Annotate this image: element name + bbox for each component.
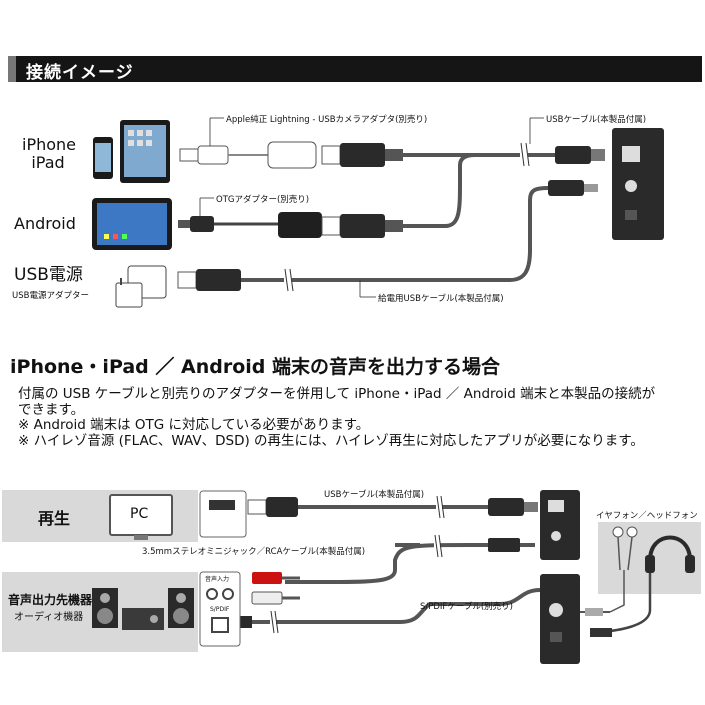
callout-otg-adapter: OTGアダプター(別売り) — [216, 195, 310, 205]
device-label-usb-power: USB電源 — [14, 265, 83, 285]
audio-out-label-1: 音声出力先機器 — [8, 593, 93, 607]
pc-monitor — [109, 494, 173, 540]
body-line: ※ Android 端末は OTG に対応している必要があります。 — [18, 417, 370, 433]
device-label-android: Android — [14, 214, 76, 233]
header-accent — [8, 56, 16, 82]
callout-apple-adapter: Apple純正 Lightning - USBカメラアダプタ(別売り) — [226, 115, 428, 125]
apple-adapter — [179, 117, 317, 169]
body-line: 付属の USB ケーブルと別売りのアダプターを併用して iPhone・iPad … — [18, 386, 656, 402]
section-2-body: 付属の USB ケーブルと別売りのアダプターを併用して iPhone・iPad … — [18, 386, 698, 449]
callout-power-cable: 給電用USBケーブル(本製品付属) — [378, 294, 504, 304]
body-line: できます。 — [18, 401, 85, 418]
section-header: 接続イメージ — [8, 56, 702, 83]
usb-plug-1 — [321, 143, 403, 167]
panel-spdif-label: S/PDIF — [210, 606, 230, 613]
device-label-iphone: iPhone iPad — [22, 135, 77, 172]
product-unit-bottom-rear — [540, 574, 580, 664]
playback-label: 再生 — [38, 509, 71, 528]
section3-usb-cable-label: USBケーブル(本製品付属) — [324, 490, 425, 500]
iphone-device — [93, 137, 113, 179]
callout-usb-cable: USBケーブル(本製品付属) — [546, 115, 647, 125]
earphones — [609, 526, 638, 613]
earphone-headphone-label: イヤフォン／ヘッドフォン — [596, 511, 698, 521]
speaker-left — [92, 588, 118, 628]
pc-label: PC — [130, 506, 149, 522]
pc-usb-panel — [199, 490, 247, 538]
amplifier — [122, 608, 164, 630]
usb-plug-2 — [321, 214, 403, 238]
panel-audio-in-label: 音声入力 — [205, 576, 230, 583]
device-label-usb-power-sub: USB電源アダプター — [12, 291, 89, 301]
usb-plug-power — [177, 180, 598, 298]
rca-cable-label: 3.5mmステレオミニジャック／RCAケーブル(本製品付属) — [142, 547, 366, 557]
body-line: ※ ハイレゾ音源 (FLAC、WAV、DSD) の再生には、ハイレゾ再生に対応し… — [18, 432, 644, 449]
headphones — [589, 535, 695, 634]
android-tablet-device — [92, 198, 172, 250]
ipad-device — [120, 120, 170, 183]
speaker-right — [168, 588, 194, 628]
section-title: 接続イメージ — [26, 63, 134, 83]
section-2-title: iPhone・iPad ／ Android 端末の音声を出力する場合 — [10, 356, 500, 378]
spdif-cable-label: S/PDIFケーブル(別売り) — [420, 602, 513, 612]
audio-out-label-2: オーディオ機器 — [14, 612, 84, 623]
product-unit-top — [612, 128, 664, 240]
usb-power-adapter — [115, 265, 167, 308]
otg-adapter — [178, 197, 322, 238]
